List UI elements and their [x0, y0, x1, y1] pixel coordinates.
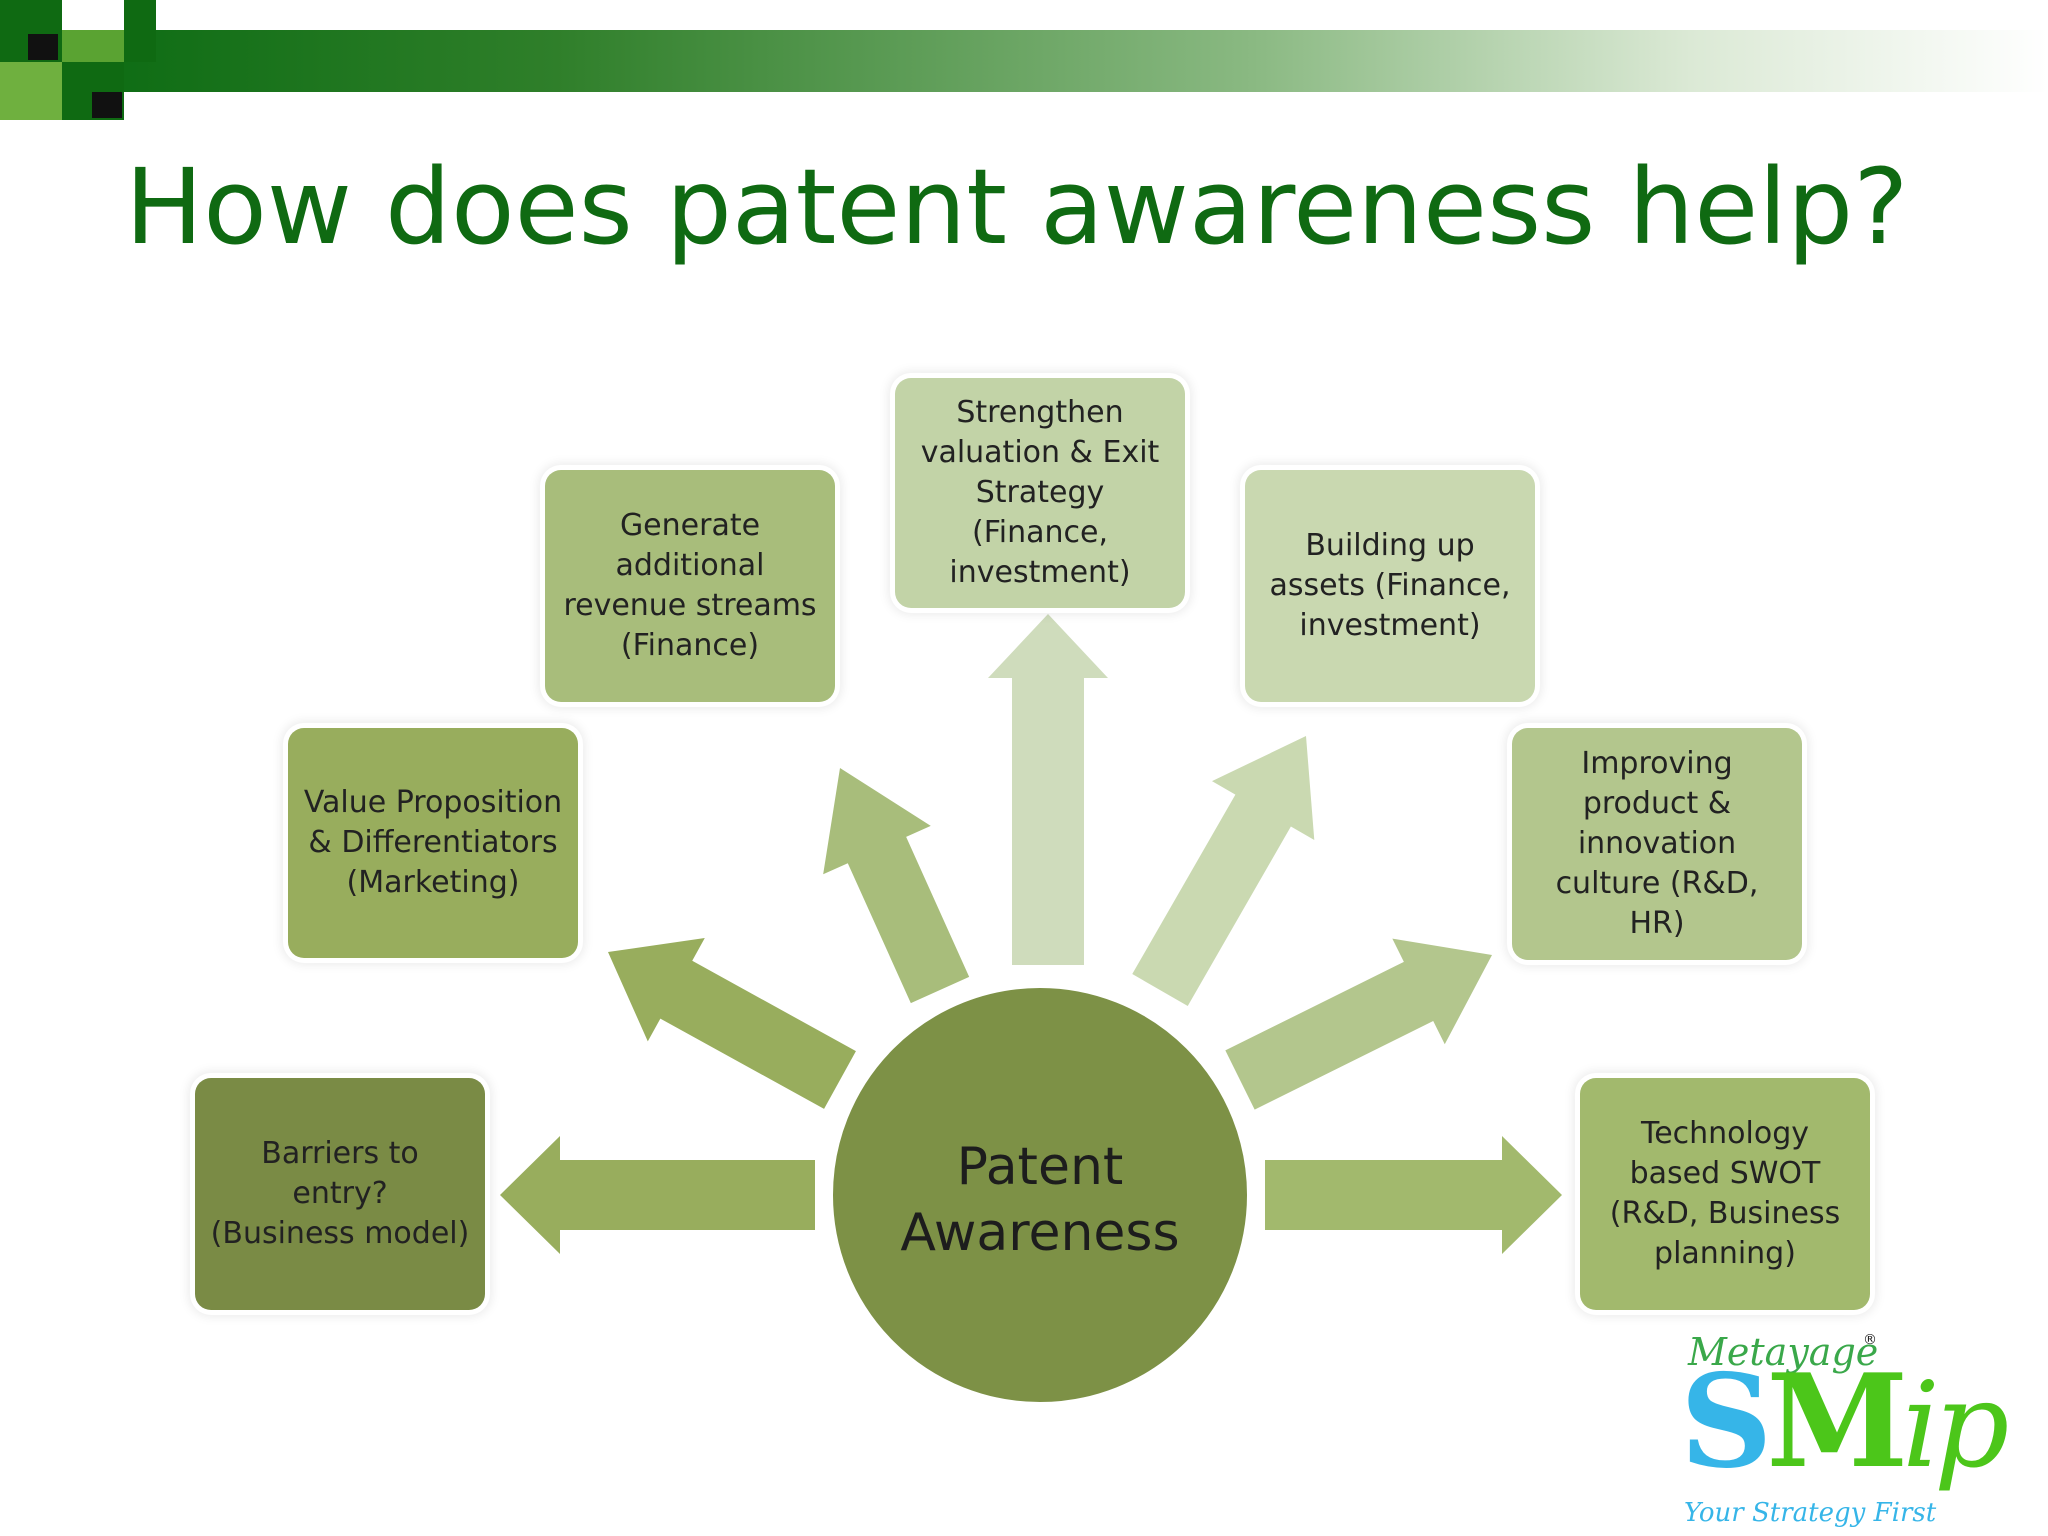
box-barriers-to-entry: Barriers to entry? (Business model): [195, 1078, 485, 1310]
arrow-to-assets: [1132, 736, 1315, 1006]
center-circle-label: Patent Awareness: [900, 1137, 1180, 1263]
box-revenue-streams: Generate additional revenue streams (Fin…: [545, 470, 835, 702]
slide-title: How does patent awareness help?: [125, 146, 1909, 268]
header-gradient-bar: [60, 30, 2048, 92]
registered-mark: ®: [1863, 1332, 1877, 1348]
arrow-to-barriers: [500, 1136, 815, 1254]
box-valuation-exit: Strengthen valuation & Exit Strategy (Fi…: [895, 378, 1185, 608]
center-circle: [827, 982, 1253, 1408]
logo-brand-text: Metayage: [1688, 1330, 1879, 1374]
logo-tagline: Your Strategy First: [1684, 1498, 1937, 1528]
box-building-assets: Building up assets (Finance, investment): [1245, 470, 1535, 702]
arrow-to-swot: [1265, 1136, 1562, 1254]
arrow-to-valuation: [988, 614, 1108, 965]
box-product-innovation: Improving product & innovation culture (…: [1512, 728, 1802, 960]
logo-letter-m: M: [1766, 1347, 1908, 1497]
box-technology-swot: Technology based SWOT (R&D, Business pla…: [1580, 1078, 1870, 1310]
logo-mark: SMip: [1680, 1358, 2009, 1489]
logo-letter-s: S: [1680, 1347, 1772, 1497]
box-value-proposition: Value Proposition & Differentiators (Mar…: [288, 728, 578, 958]
arrow-to-value: [608, 938, 856, 1109]
arrow-to-innovation: [1225, 938, 1492, 1110]
logo-letters-ip: ip: [1902, 1356, 2009, 1494]
metayage-smip-logo: Metayage ® SMip Your Strategy First: [1668, 1330, 2009, 1530]
arrow-to-revenue: [823, 768, 970, 1004]
